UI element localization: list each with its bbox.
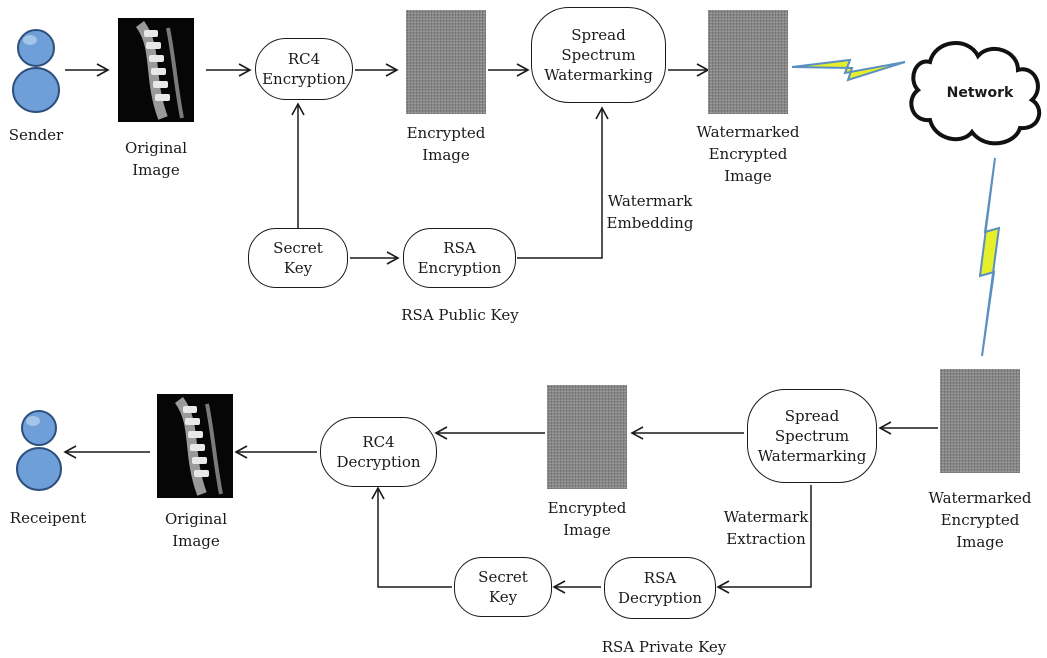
watermark-extraction-label: Watermark Extraction [723, 508, 809, 548]
arrow-secretkey-to-rc4 [371, 486, 452, 588]
rsa-private-key-label: RSA Private Key [601, 638, 727, 656]
watermarked-encrypted-image-label: Watermarked Encrypted Image [696, 123, 800, 185]
sender-person-icon [10, 18, 62, 114]
receipent-label: Receipent [9, 509, 87, 527]
watermarked-encrypted-image-thumbnail [708, 10, 788, 114]
spread-spectrum-extraction-node: Spread Spectrum Watermarking [747, 389, 877, 483]
arrow-rsa-to-spread [517, 106, 609, 259]
spread-spectrum-watermarking-node: Spread Spectrum Watermarking [531, 7, 666, 103]
rc4-encryption-node: RC4 Encryption [255, 38, 353, 100]
watermark-embedding-label: Watermark Embedding [606, 192, 694, 232]
encrypted-image-thumbnail [406, 10, 486, 114]
encrypted-image-label: Encrypted Image [406, 124, 486, 164]
receipent-person-icon [14, 400, 64, 492]
network-cloud-icon [909, 41, 1042, 146]
encrypted-image-thumbnail-received [547, 385, 627, 489]
original-image-recovered-label: Original Image [164, 510, 228, 550]
secret-key-node: Secret Key [248, 228, 348, 288]
original-image-thumbnail-recovered [157, 394, 233, 498]
encrypted-image-received-label: Encrypted Image [547, 499, 627, 539]
watermarked-encrypted-image-received-label: Watermarked Encrypted Image [928, 489, 1032, 551]
network-label: Network [946, 85, 1014, 101]
rsa-public-key-label: RSA Public Key [401, 306, 519, 324]
original-image-thumbnail [118, 18, 194, 122]
arrow-spread-to-rsa [716, 485, 812, 594]
secret-key-node-bottom: Secret Key [454, 557, 552, 617]
rsa-encryption-node: RSA Encryption [403, 228, 516, 288]
lightning-bolt-icon [978, 157, 1001, 357]
original-image-label: Original Image [124, 139, 188, 179]
sender-label: Sender [8, 126, 64, 144]
watermarked-encrypted-image-thumbnail-received [940, 369, 1020, 473]
lightning-bolt-icon [791, 58, 906, 82]
rc4-decryption-node: RC4 Decryption [320, 417, 437, 487]
rsa-decryption-node: RSA Decryption [604, 557, 716, 619]
